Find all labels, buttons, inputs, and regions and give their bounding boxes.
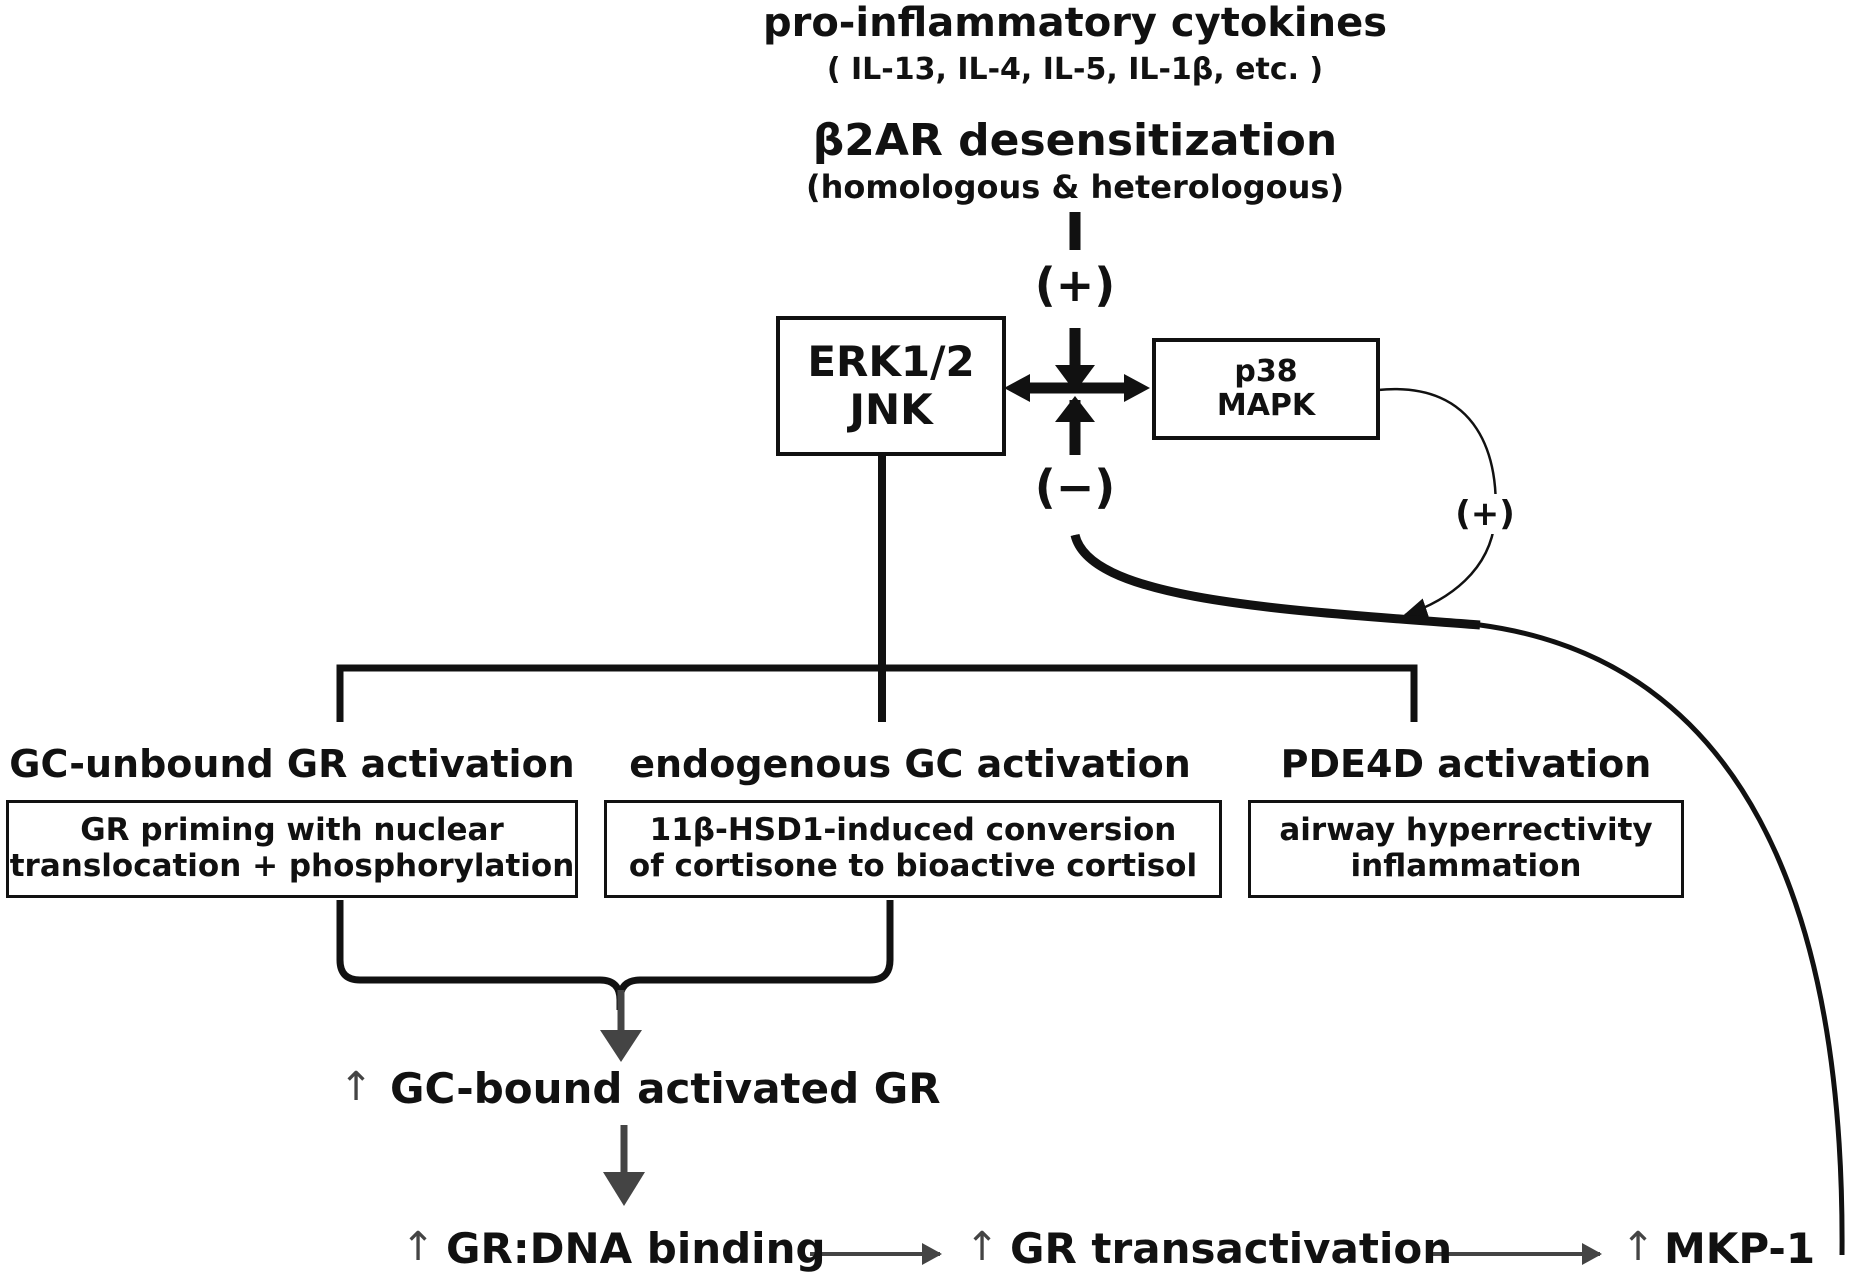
up-arrow-dna-binding: ↑ (401, 1224, 435, 1270)
gr-priming-line1: GR priming with nuclear (80, 812, 504, 849)
desensitization-title: β2AR desensitization (812, 115, 1338, 166)
mkp1-feedback-curve-thick (1070, 533, 1481, 630)
cross-arrowhead-left (1004, 374, 1030, 402)
plus-sign-top: (+) (1034, 258, 1116, 312)
gc-bound-activated-gr: GC-bound activated GR (390, 1064, 941, 1113)
merge-bracket (336, 900, 894, 1010)
mapk-label: MAPK (1216, 388, 1316, 423)
p38-mapk-box: p38 MAPK (1152, 338, 1380, 440)
hsd1-line1: 11β-HSD1-induced conversion (649, 812, 1177, 849)
cytokines-examples: ( IL-13, IL-4, IL-5, IL-1β, etc. ) (826, 52, 1324, 87)
branch-heading-gc-unbound: GC-unbound GR activation (9, 742, 575, 786)
minus-sign: (−) (1034, 460, 1116, 514)
jnk-label: JNK (849, 385, 933, 434)
cytokines-title: pro-inflammatory cytokines (762, 0, 1388, 46)
plus-arrowhead-down (1055, 365, 1095, 392)
cross-arrowhead-right (1124, 374, 1150, 402)
plus-sign-right: (+) (1445, 494, 1525, 534)
erk-label: ERK1/2 (807, 336, 975, 386)
merge-arrowhead (600, 1030, 642, 1062)
gr-transactivation: GR transactivation (1010, 1224, 1453, 1273)
gr-dna-binding: GR:DNA binding (446, 1224, 826, 1273)
gr-priming-line2: translocation + phosphorylation (9, 848, 575, 884)
up-arrow-gc-bound: ↑ (339, 1064, 373, 1110)
hsd1-conversion-box: 11β-HSD1-induced conversion of cortisone… (604, 800, 1222, 898)
pde4d-line1: airway hyperrectivity (1279, 812, 1653, 849)
branch-heading-pde4d: PDE4D activation (1280, 742, 1652, 786)
pde4d-effects-box: airway hyperrectivity inflammation (1248, 800, 1684, 898)
pde4d-line2: inflammation (1350, 848, 1582, 884)
desensitization-types: (homologous & heterologous) (805, 168, 1345, 206)
p38-label: p38 (1234, 353, 1298, 389)
hsd1-line2: of cortisone to bioactive cortisol (628, 848, 1198, 884)
gcbound-down-arrowhead (603, 1172, 645, 1206)
mkp1-label: MKP-1 (1664, 1224, 1816, 1273)
erk-jnk-box: ERK1/2 JNK (776, 316, 1006, 456)
up-arrow-transactivation: ↑ (965, 1224, 999, 1270)
minus-arrowhead-up (1055, 396, 1095, 422)
gr-priming-box: GR priming with nuclear translocation + … (6, 800, 578, 898)
branch-bracket (336, 664, 1418, 722)
up-arrow-mkp1: ↑ (1621, 1224, 1655, 1270)
branch-heading-endogenous-gc: endogenous GC activation (629, 742, 1191, 786)
